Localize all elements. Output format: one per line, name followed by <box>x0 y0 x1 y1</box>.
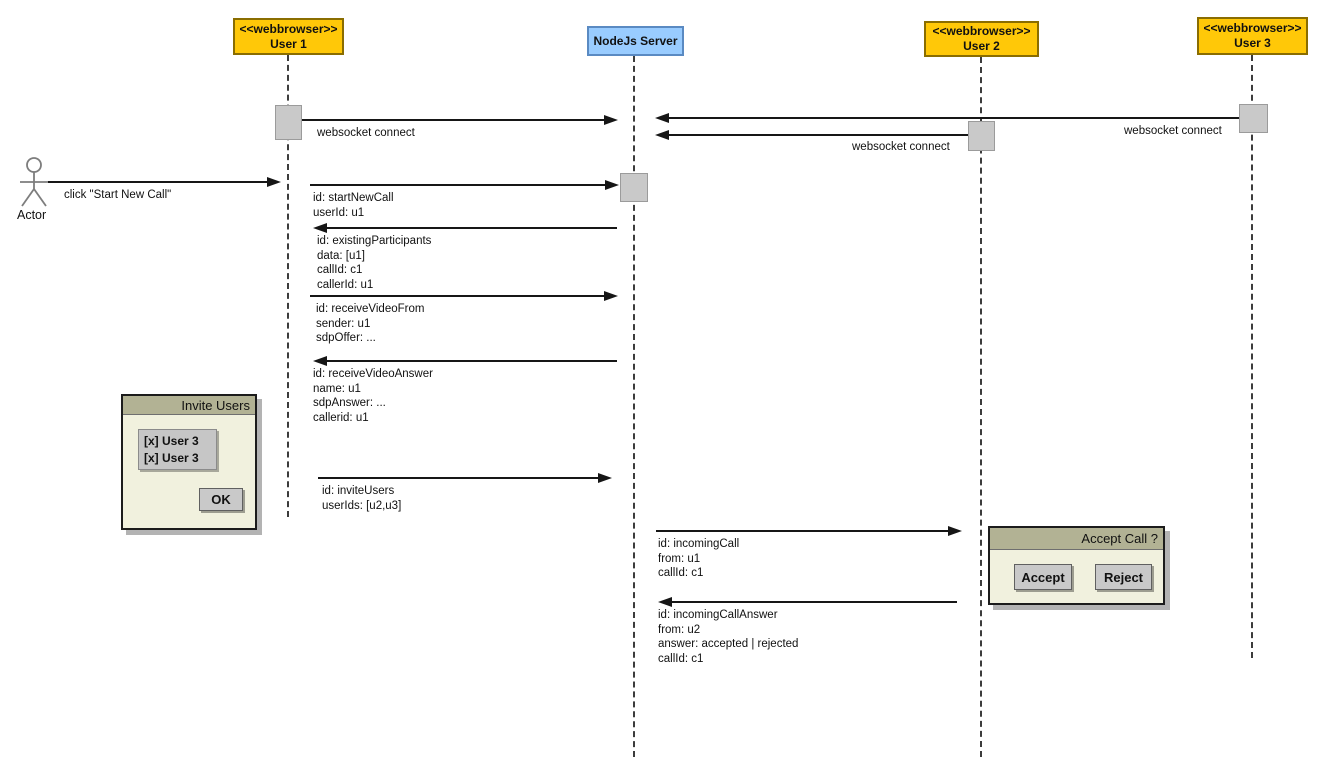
message-line <box>327 360 617 362</box>
arrowhead-left-icon <box>655 130 669 140</box>
lifeline-name: NodeJs Server <box>593 33 678 48</box>
arrowhead-right-icon <box>267 177 281 187</box>
stereotype-label: <<webbrowser>> <box>1203 21 1302 35</box>
arrowhead-right-icon <box>604 291 618 301</box>
lifeline-user3 <box>1251 55 1253 658</box>
lifeline-name: User 2 <box>963 39 1000 53</box>
arrowhead-left-icon <box>658 597 672 607</box>
arrowhead-right-icon <box>605 180 619 190</box>
arrowhead-right-icon <box>604 115 618 125</box>
lifeline-header-user3: <<webbrowser>> User 3 <box>1197 17 1308 55</box>
message-line <box>327 227 617 229</box>
message-label: id: existingParticipants data: [u1] call… <box>317 235 432 291</box>
activation-server <box>620 173 648 202</box>
lifeline-name: User 3 <box>1234 36 1271 50</box>
message-line <box>669 134 968 136</box>
activation-user2 <box>968 121 995 151</box>
activation-user3 <box>1239 104 1268 133</box>
lifeline-header-user1: <<webbrowser>> User 1 <box>233 18 344 55</box>
lifeline-name: User 1 <box>270 36 307 51</box>
stereotype-label: <<webbrowser>> <box>932 24 1031 38</box>
message-label: id: receiveVideoAnswer name: u1 sdpAnswe… <box>313 368 433 424</box>
lifeline-header-server: NodeJs Server <box>587 26 684 56</box>
message-line <box>318 477 598 479</box>
arrowhead-right-icon <box>948 526 962 536</box>
arrowhead-right-icon <box>598 473 612 483</box>
lifeline-user1 <box>287 55 289 517</box>
arrowhead-left-icon <box>655 113 669 123</box>
message-line <box>656 530 948 532</box>
invite-users-list[interactable]: [x] User 3 [x] User 3 <box>138 429 217 470</box>
message-label: websocket connect <box>317 127 415 139</box>
message-line <box>669 117 1239 119</box>
activation-user1 <box>275 105 302 140</box>
actor-figure-icon <box>15 156 55 210</box>
lifeline-user2 <box>980 57 982 757</box>
lifeline-server <box>633 56 635 757</box>
arrowhead-left-icon <box>313 356 327 366</box>
message-label: id: receiveVideoFrom sender: u1 sdpOffer… <box>316 303 425 345</box>
ok-button[interactable]: OK <box>199 488 243 511</box>
message-label: id: incomingCallAnswer from: u2 answer: … <box>658 609 799 665</box>
message-label: id: incomingCall from: u1 callId: c1 <box>658 538 740 580</box>
invite-users-window: Invite Users [x] User 3 [x] User 3 OK <box>121 394 257 530</box>
stereotype-label: <<webbrowser>> <box>239 21 338 36</box>
message-line <box>310 295 604 297</box>
message-line <box>302 119 604 121</box>
message-label: id: startNewCall userId: u1 <box>313 192 394 219</box>
window-title: Invite Users <box>181 397 250 413</box>
message-label: websocket connect <box>1124 125 1222 137</box>
arrowhead-left-icon <box>313 223 327 233</box>
user-checkbox-item[interactable]: [x] User 3 <box>144 434 199 448</box>
user-checkbox-item[interactable]: [x] User 3 <box>144 451 199 465</box>
reject-button[interactable]: Reject <box>1095 564 1152 590</box>
window-title: Accept Call ? <box>1081 531 1158 546</box>
message-line <box>310 184 605 186</box>
message-label: websocket connect <box>852 141 950 153</box>
accept-button[interactable]: Accept <box>1014 564 1072 590</box>
message-line <box>48 181 267 183</box>
message-line <box>672 601 957 603</box>
accept-call-window: Accept Call ? Accept Reject <box>988 526 1165 605</box>
message-label: id: inviteUsers userIds: [u2,u3] <box>322 485 402 512</box>
accept-call-titlebar: Accept Call ? <box>990 528 1163 550</box>
message-label: click "Start New Call" <box>64 189 172 201</box>
lifeline-header-user2: <<webbrowser>> User 2 <box>924 21 1039 57</box>
actor-label: Actor <box>17 208 47 222</box>
invite-users-titlebar: Invite Users <box>123 396 255 415</box>
